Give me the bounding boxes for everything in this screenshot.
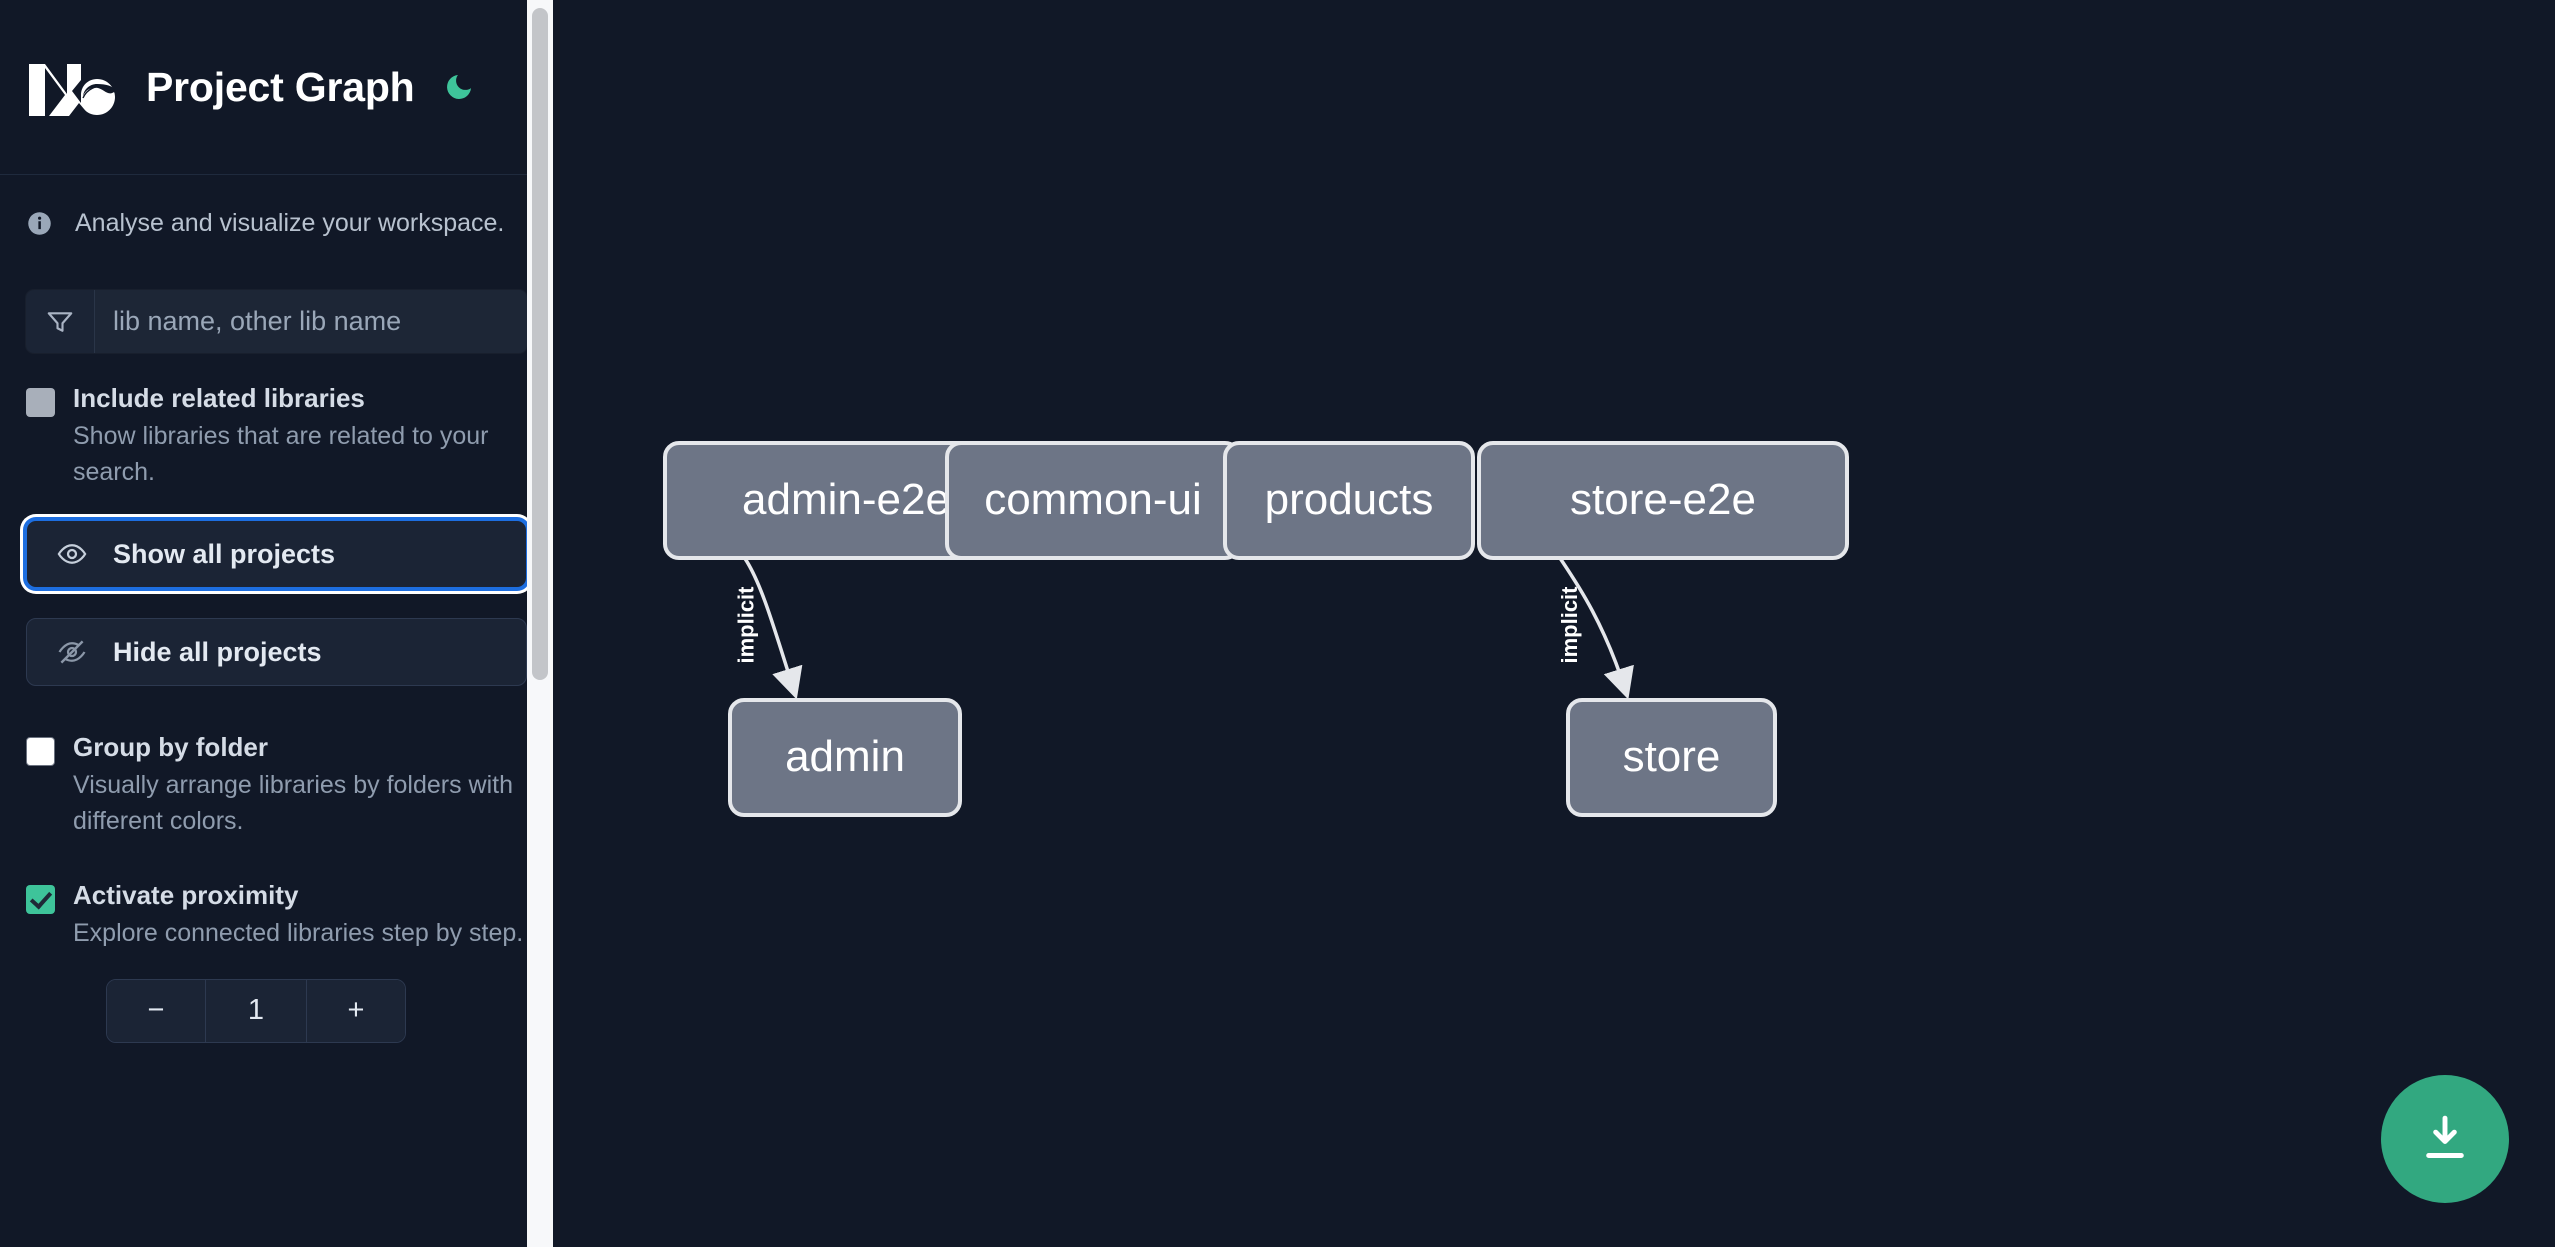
show-all-projects-button[interactable]: Show all projects [26, 520, 527, 589]
graph-edge[interactable]: implicit [734, 557, 803, 700]
graph-node-label: products [1265, 475, 1434, 524]
hide-all-projects-label: Hide all projects [113, 636, 322, 667]
option-group-by-folder[interactable]: Group by folder Visually arrange librari… [0, 730, 553, 839]
tagline-text: Analyse and visualize your workspace. [75, 208, 505, 237]
eye-icon [53, 535, 91, 573]
option-description: Visually arrange libraries by folders wi… [73, 771, 514, 835]
proximity-decrement-button[interactable]: − [107, 979, 205, 1042]
show-all-projects-label: Show all projects [113, 538, 336, 569]
edge-label: implicit [734, 586, 759, 664]
proximity-stepper: − 1 + [106, 978, 406, 1043]
hide-all-projects-block: Hide all projects [0, 618, 553, 687]
workspace-tagline: Analyse and visualize your workspace. [0, 175, 553, 271]
sidebar-scrollbar[interactable] [527, 0, 553, 1247]
checkbox-include-related-libraries[interactable] [26, 388, 55, 417]
project-graph-svg: implicit implicit admin-e2e common-ui produ… [663, 441, 1849, 817]
option-description: Explore connected libraries step by step… [73, 919, 524, 948]
sidebar-header: Project Graph [0, 0, 553, 175]
graph-node[interactable]: store [1566, 698, 1777, 817]
option-description: Show libraries that are related to your … [73, 422, 489, 486]
proximity-increment-button[interactable]: + [307, 979, 405, 1042]
page-title: Project Graph [146, 63, 415, 110]
graph-canvas[interactable]: implicit implicit admin-e2e common-ui produ… [553, 0, 2555, 1247]
edge-label: implicit [1557, 586, 1582, 664]
checkbox-activate-proximity[interactable] [26, 885, 55, 915]
graph-node[interactable]: common-ui [945, 441, 1241, 560]
eye-off-icon [53, 633, 91, 671]
graph-node-label: store [1623, 732, 1721, 781]
sidebar: Project Graph Analyse and visualize your… [0, 0, 553, 1247]
filter-funnel-icon [26, 290, 95, 353]
moon-icon[interactable] [439, 67, 479, 107]
filter-search-box[interactable] [26, 290, 527, 353]
option-label: Include related libraries [73, 383, 365, 413]
graph-node-label: admin [785, 732, 905, 781]
checkbox-group-by-folder[interactable] [26, 737, 55, 767]
info-icon [26, 210, 53, 237]
download-button[interactable] [2381, 1075, 2509, 1203]
proximity-value: 1 [205, 979, 307, 1042]
option-label: Group by folder [73, 732, 268, 763]
graph-edge[interactable]: implicit [1557, 557, 1634, 700]
graph-nodes-layer: admin-e2e common-ui products store-e2e admin… [663, 441, 1849, 817]
proximity-stepper-wrap: − 1 + [0, 978, 553, 1043]
show-all-projects-block: Show all projects [0, 520, 553, 589]
option-include-related-libraries[interactable]: Include related libraries Show libraries… [0, 381, 553, 490]
hide-all-projects-button[interactable]: Hide all projects [26, 618, 527, 687]
option-label: Activate proximity [73, 880, 299, 911]
graph-node-label: store-e2e [1570, 475, 1756, 524]
graph-node-label: admin-e2e [742, 475, 950, 524]
graph-node[interactable]: products [1223, 441, 1475, 560]
search-input[interactable] [95, 290, 527, 353]
graph-node[interactable]: admin [728, 698, 962, 817]
graph-node[interactable]: store-e2e [1477, 441, 1849, 560]
option-activate-proximity[interactable]: Activate proximity Explore connected lib… [0, 878, 553, 952]
sidebar-scrollbar-thumb[interactable] [532, 8, 548, 680]
nx-logo [26, 58, 124, 116]
download-icon [2417, 1110, 2473, 1169]
graph-edges-layer: implicit implicit [734, 557, 1634, 700]
graph-node-label: common-ui [984, 475, 1202, 524]
